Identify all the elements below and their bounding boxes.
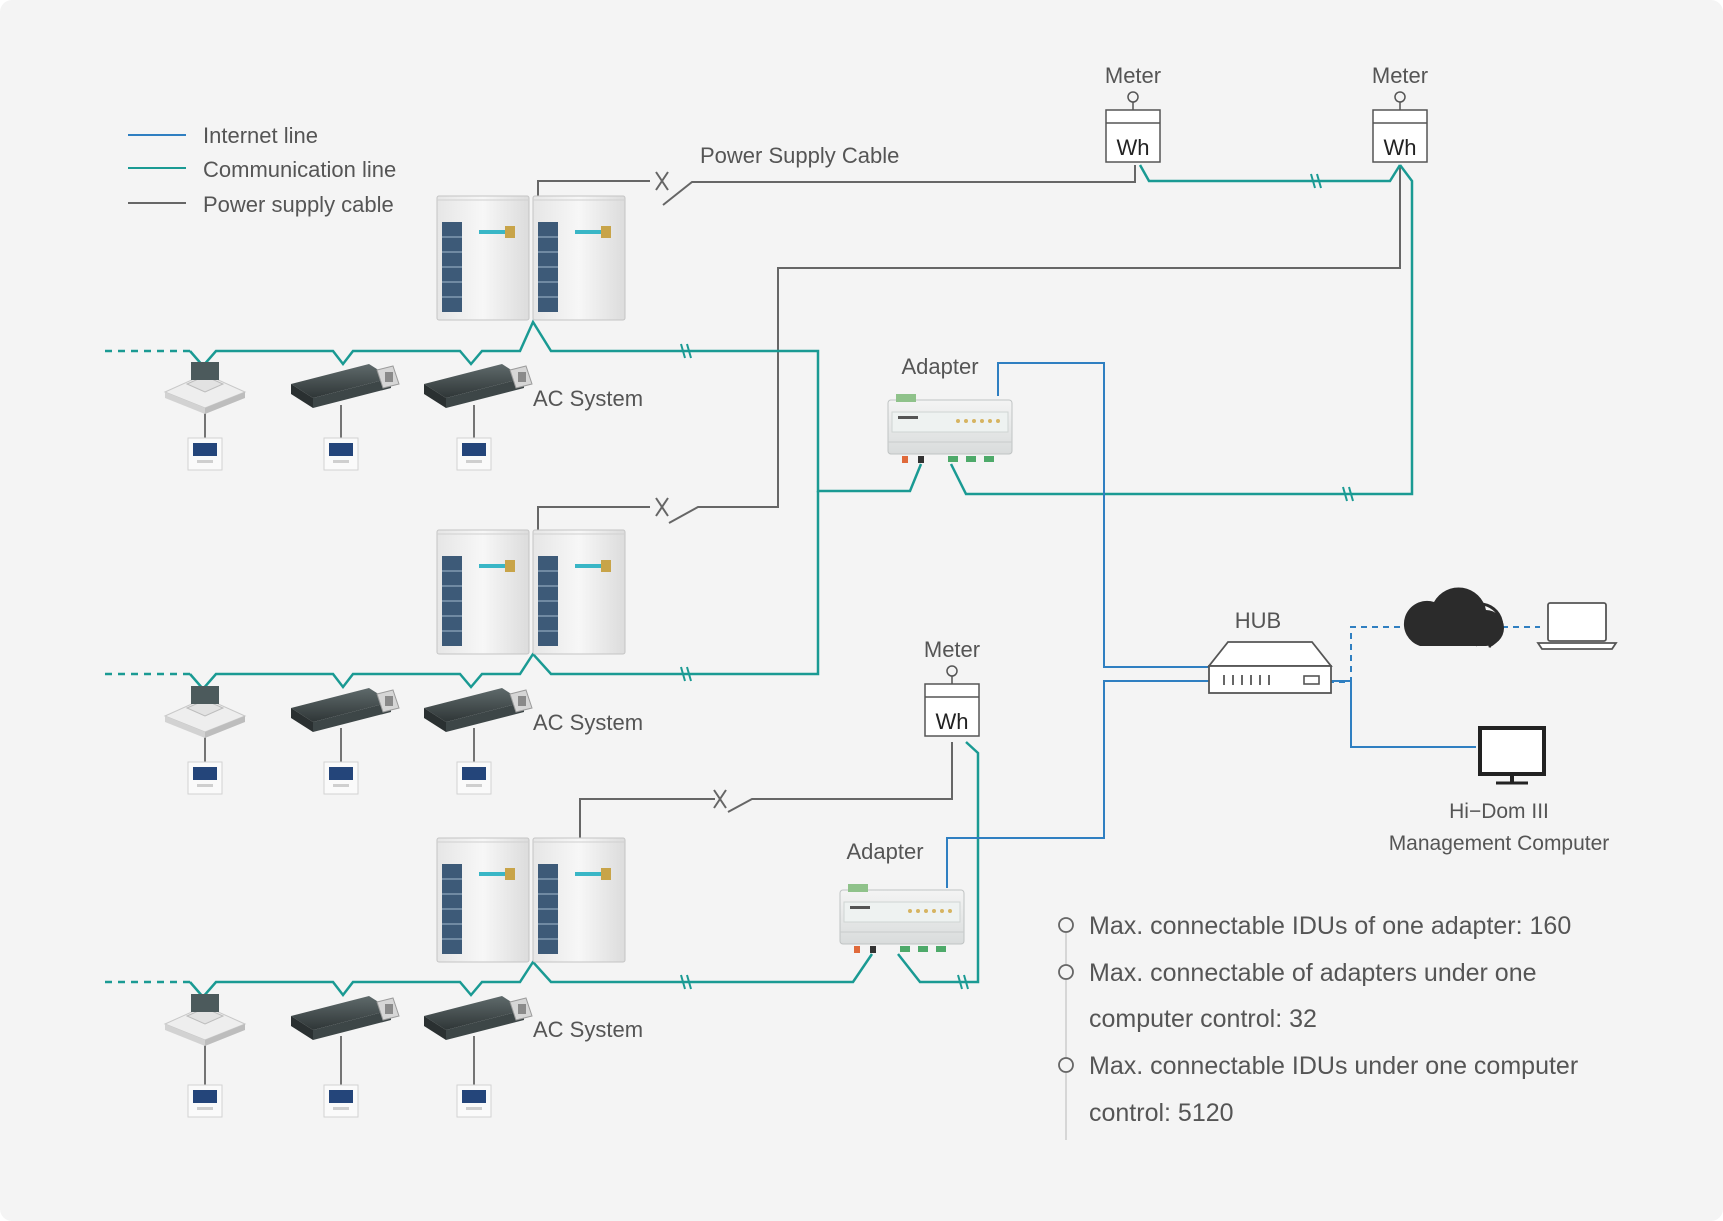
monitor-icon	[1478, 726, 1546, 785]
wired-controller-icon	[323, 437, 359, 471]
computer-role-label: Management Computer	[1389, 832, 1610, 855]
adapter-icon	[887, 393, 1013, 464]
cloud-icon	[1403, 587, 1504, 648]
meter-wh-label: Wh	[1117, 135, 1150, 160]
ac-system-label: AC System	[533, 710, 643, 735]
computer-name-label: Hi−Dom III	[1449, 800, 1549, 823]
wired-controller-icon	[456, 1084, 492, 1118]
controller-drops	[204, 405, 475, 1085]
meter-label: Meter	[1372, 63, 1428, 88]
line-break-marks	[680, 173, 1354, 990]
meter-label: Meter	[924, 637, 980, 662]
wired-controller-icon	[323, 1084, 359, 1118]
note-computer-idus-line2: control: 5120	[1089, 1099, 1234, 1127]
communication-lines	[105, 164, 1414, 999]
note-adapter-idus: Max. connectable IDUs of one adapter: 16…	[1089, 912, 1571, 940]
legend-internet-label: Internet line	[203, 123, 318, 148]
note-adapters-line1: Max. connectable of adapters under one	[1089, 959, 1537, 987]
wired-controller-icon	[187, 437, 223, 471]
note-computer-idus-line1: Max. connectable IDUs under one computer	[1089, 1052, 1578, 1080]
power-cables	[537, 165, 1401, 838]
power-supply-cable-label: Power Supply Cable	[700, 143, 899, 168]
wired-controller-icon	[187, 761, 223, 795]
meter-wh-label: Wh	[936, 709, 969, 734]
legend: Internet line Communication line Power s…	[128, 123, 396, 217]
wired-controller-icon	[187, 1084, 223, 1118]
wired-controller-icon	[456, 437, 492, 471]
internet-lines	[946, 362, 1540, 888]
laptop-icon	[1536, 602, 1618, 650]
meter-label: Meter	[1105, 63, 1161, 88]
legend-power-label: Power supply cable	[203, 192, 394, 217]
adapter-icon	[839, 883, 965, 954]
hub-icon	[1207, 641, 1333, 694]
wired-controller-icon	[323, 761, 359, 795]
adapter-label: Adapter	[846, 839, 923, 864]
adapter-label: Adapter	[901, 354, 978, 379]
ac-system-label: AC System	[533, 386, 643, 411]
legend-communication-label: Communication line	[203, 157, 396, 182]
note-adapters-line2: computer control: 32	[1089, 1005, 1317, 1033]
hub-label: HUB	[1235, 608, 1281, 633]
notes: Max. connectable IDUs of one adapter: 16…	[1058, 912, 1578, 1140]
wired-controller-icon	[456, 761, 492, 795]
meter-wh-label: Wh	[1384, 135, 1417, 160]
ac-system-label: AC System	[533, 1017, 643, 1042]
